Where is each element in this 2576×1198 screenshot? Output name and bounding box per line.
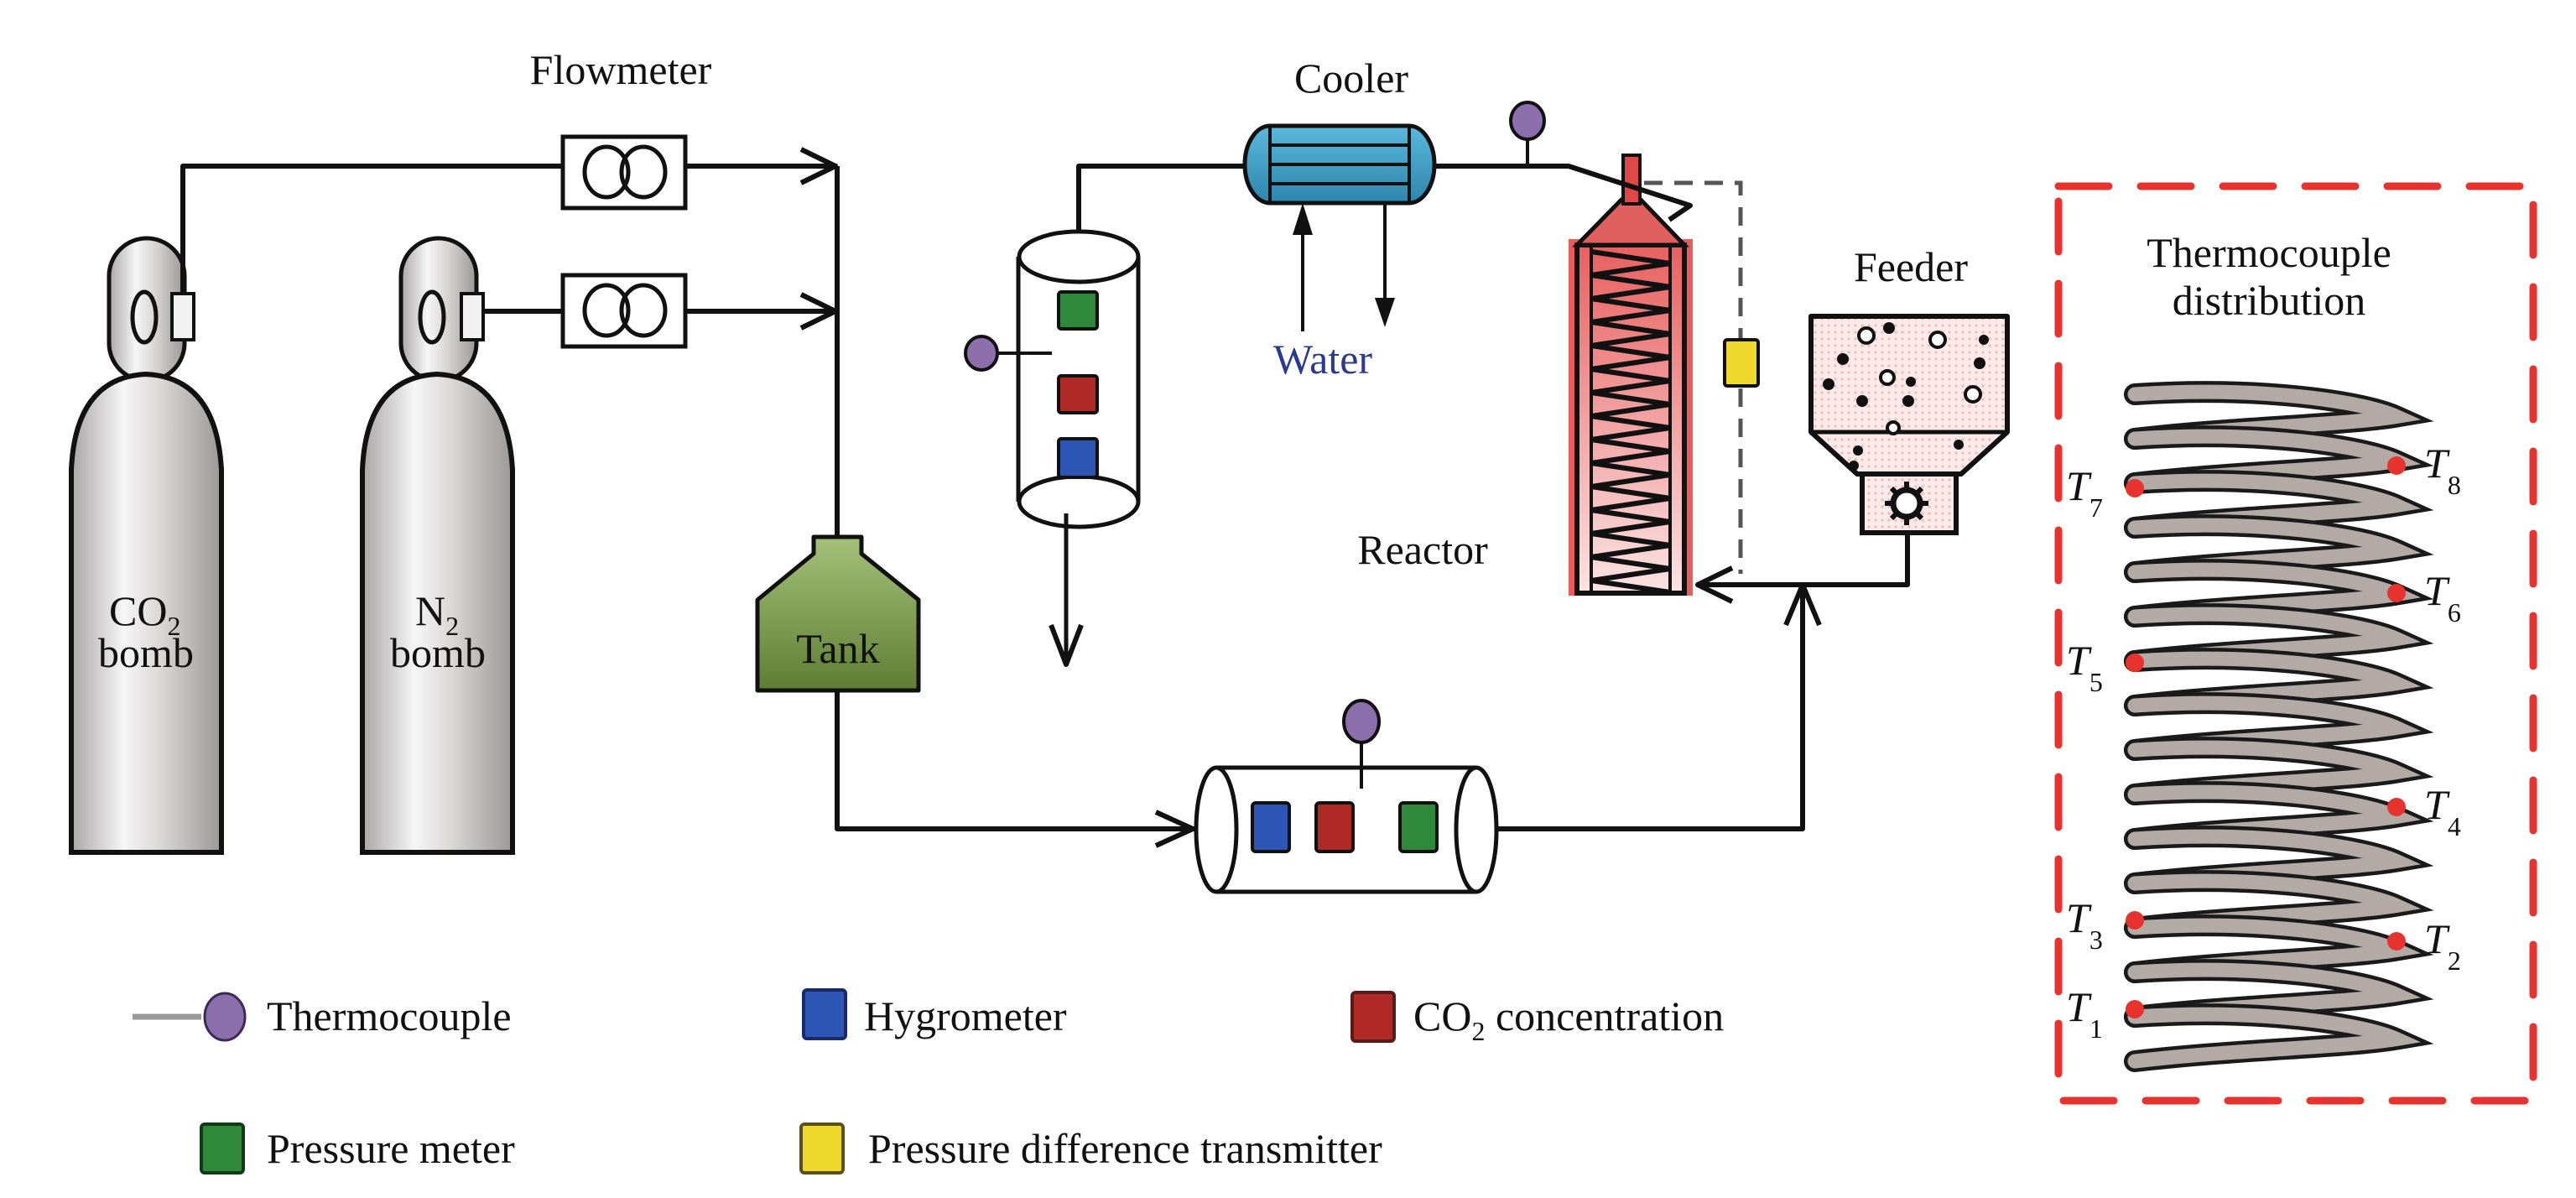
legend-item-hygrometer: Hygrometer: [802, 988, 1067, 1040]
thermocouple-point-6: [2387, 584, 2406, 602]
co2-line: [180, 164, 563, 294]
tank-to-humidifier-line: [835, 690, 1198, 831]
svg-text:Thermocouple: Thermocouple: [267, 992, 512, 1039]
thermocouple-icon: [1342, 699, 1381, 744]
svg-text:CO2 concentration: CO2 concentration: [1413, 992, 1724, 1046]
rotary-valve-icon: [1885, 482, 1928, 525]
thermocouple-label-3: T3: [2066, 894, 2103, 955]
thermocouple-point-2: [2387, 932, 2406, 951]
inset-border: [2054, 182, 2537, 1105]
thermocouple-label-4: T4: [2424, 781, 2461, 841]
thermocouple-label-7: T7: [2066, 462, 2103, 523]
pressure-difference-transmitter-icon: [1723, 338, 1760, 388]
arrow-down-icon: [1049, 623, 1084, 667]
thermocouple-point-7: [2126, 479, 2144, 497]
legend-item-thermocouple: Thermocouple: [133, 992, 512, 1042]
thermocouple-label-5: T5: [2066, 637, 2103, 697]
arrow-down-icon: [1375, 298, 1395, 327]
arrow-icon: [1154, 810, 1195, 848]
thermocouple-label-1: T1: [2066, 983, 2103, 1044]
separator-to-cooler-line: [1076, 164, 1245, 242]
legend-item-pressure-meter: Pressure meter: [200, 1122, 515, 1175]
cooler: [1242, 123, 1437, 206]
thermocouple-point-4: [2387, 798, 2406, 816]
pressure-meter-icon: [200, 1122, 245, 1175]
legend-item-pressure-difference-transmitter: Pressure difference transmitter: [799, 1122, 1382, 1175]
thermocouple-icon: [1509, 101, 1546, 141]
reactor-outlet-line: [1434, 164, 1693, 222]
thermocouple-point-8: [2387, 456, 2406, 475]
feeder-to-reactor-line: [1698, 533, 1910, 587]
tank-label: Tank: [796, 625, 879, 672]
svg-text:Pressure meter: Pressure meter: [267, 1125, 515, 1172]
co2-bomb-label-line2: bomb: [98, 629, 194, 676]
thermocouple-point-3: [2126, 911, 2144, 930]
hygrometer-sensor-icon: [1057, 437, 1099, 479]
thermocouple-label-6: T6: [2424, 567, 2461, 628]
pressure-difference-transmitter-icon: [799, 1122, 845, 1175]
pressure-sensor-icon: [1057, 290, 1099, 331]
thermocouple-point-1: [2126, 1000, 2144, 1018]
thermocouple-icon: [203, 992, 247, 1042]
thermocouple-label-8: T8: [2424, 440, 2461, 500]
n2-valve-icon: [460, 292, 485, 341]
co2-concentration-icon: [1350, 991, 1396, 1043]
legend-item-co2-concentration: CO2 concentration: [1350, 991, 1724, 1046]
co2-sensor-icon: [1314, 801, 1355, 853]
inset-title-line2: distribution: [2173, 277, 2366, 324]
feeder: [1808, 314, 2010, 535]
co2-sensor-icon: [1057, 374, 1099, 414]
n2-bomb-label: N2: [415, 587, 459, 641]
coil-turn: [2127, 1007, 2422, 1069]
legend: Thermocouple Hygrometer CO2 concentratio…: [133, 988, 1724, 1175]
thermocouple-label-2: T2: [2424, 915, 2461, 976]
thermocouple-point-5: [2126, 654, 2144, 672]
thermocouple-icon: [964, 335, 999, 372]
arrow-up-icon: [1293, 203, 1313, 235]
feeder-label: Feeder: [1854, 243, 1968, 290]
co2-valve-icon: [170, 292, 195, 341]
pressure-sensor-icon: [1398, 801, 1439, 853]
flowmeter-n2: [560, 273, 688, 349]
arrow-icon: [1695, 565, 1734, 604]
svg-text:Hygrometer: Hygrometer: [864, 992, 1067, 1039]
flowmeter-co2: [560, 134, 688, 211]
cooler-label: Cooler: [1294, 55, 1408, 102]
outlet-analyzer: [964, 229, 1141, 529]
inset-title-line1: Thermocouple: [2147, 229, 2391, 276]
svg-text:Pressure difference transmitte: Pressure difference transmitter: [868, 1125, 1382, 1172]
analyzer-to-reactor-line: [1496, 585, 1805, 831]
reactor-label: Reactor: [1357, 526, 1488, 573]
pressure-tap-line: [1644, 180, 1743, 574]
flowmeter-label: Flowmeter: [530, 46, 712, 93]
reactor: [1569, 154, 1693, 596]
n2-cylinder: [360, 236, 515, 855]
water-label: Water: [1273, 336, 1372, 383]
co2-cylinder: [69, 236, 224, 855]
co2-bomb-label: CO2: [109, 587, 180, 641]
coil-spring: [2124, 381, 2434, 1072]
hygrometer-sensor-icon: [1251, 801, 1291, 853]
hygrometer-icon: [802, 988, 847, 1040]
tank: [755, 534, 921, 693]
inlet-analyzer: [1194, 699, 1499, 894]
n2-bomb-label-line2: bomb: [390, 629, 486, 676]
